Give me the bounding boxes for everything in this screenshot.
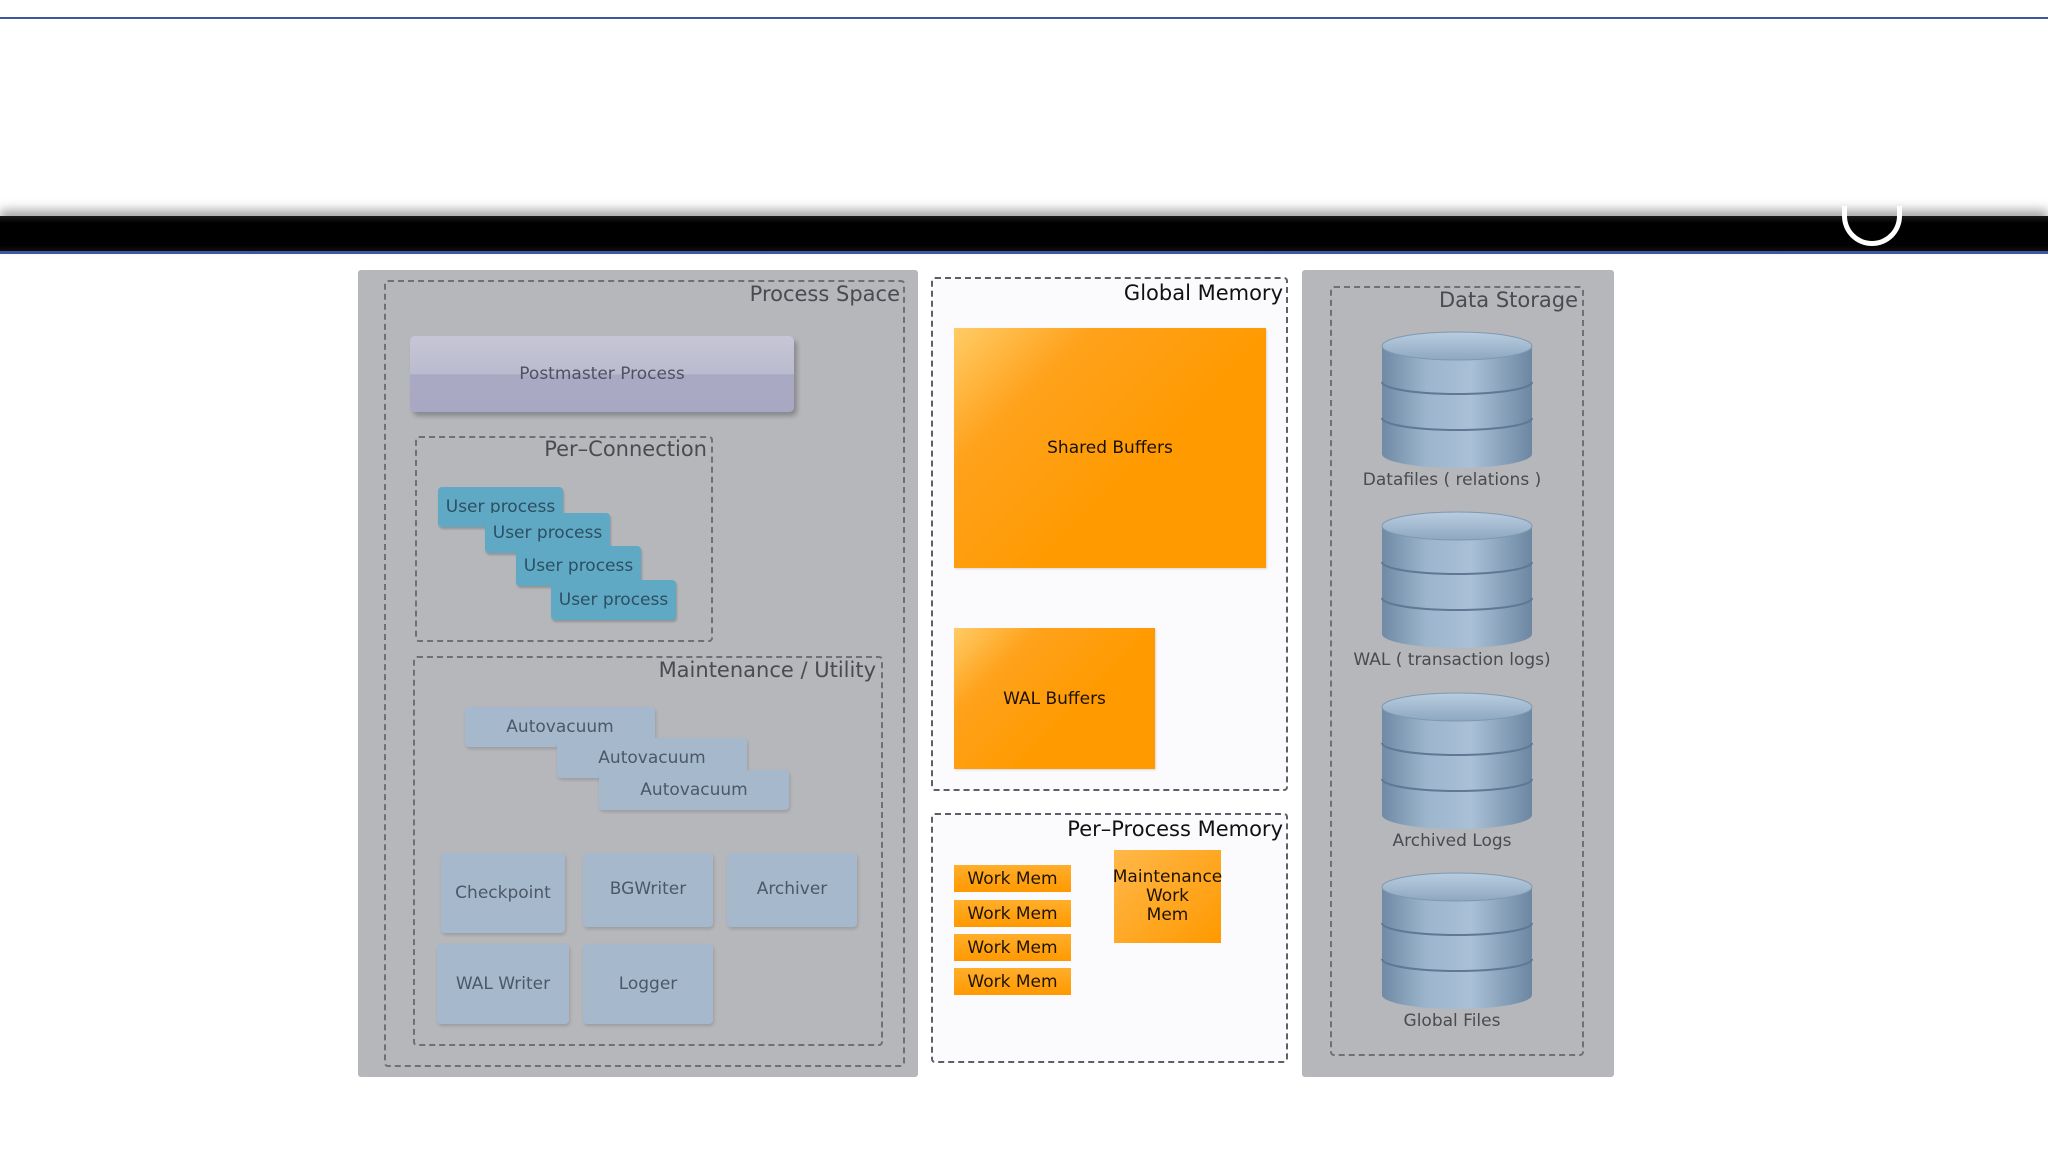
archived-logs-label: Archived Logs xyxy=(1392,831,1512,851)
per-connection-title: Per–Connection xyxy=(544,437,707,461)
global-memory-title: Global Memory xyxy=(1123,281,1283,305)
checkpoint-box: Checkpoint xyxy=(441,853,565,933)
control-bar-underline xyxy=(0,251,2048,254)
work-mem-box: Work Mem xyxy=(954,934,1071,961)
work-mem-box: Work Mem xyxy=(954,865,1071,892)
maintenance-work-mem-line: Mem xyxy=(1146,905,1189,925)
shared-buffers-box: Shared Buffers xyxy=(954,328,1266,568)
wal-cylinder-icon xyxy=(1381,511,1533,648)
process-space-title: Process Space xyxy=(749,282,900,306)
wal-writer-box: WAL Writer xyxy=(437,944,569,1024)
autovacuum-box: Autovacuum xyxy=(599,770,789,810)
top-divider-line xyxy=(0,17,2048,19)
postmaster-process: Postmaster Process xyxy=(410,336,794,412)
process-space-frame xyxy=(384,280,905,1067)
work-mem-box: Work Mem xyxy=(954,900,1071,927)
video-control-bar xyxy=(0,216,2048,252)
maintenance-work-mem-line: Work xyxy=(1145,886,1190,906)
datafiles-label: Datafiles ( relations ) xyxy=(1362,470,1542,490)
data-storage-title: Data Storage xyxy=(1439,288,1578,312)
archived-logs-cylinder-icon xyxy=(1381,692,1533,829)
maintenance-work-mem-box: Maintenance Work Mem xyxy=(1112,850,1223,943)
global-files-label: Global Files xyxy=(1403,1011,1501,1031)
global-files-cylinder-icon xyxy=(1381,872,1533,1009)
maintenance-utility-frame xyxy=(413,656,883,1046)
database-cylinders xyxy=(1381,331,1533,1009)
loading-spinner-icon xyxy=(1842,206,1902,246)
archiver-box: Archiver xyxy=(727,853,857,927)
data-storage-frame xyxy=(1330,286,1584,1056)
work-mem-box: Work Mem xyxy=(954,968,1071,995)
per-connection-frame xyxy=(415,436,713,642)
maintenance-work-mem-line: Maintenance xyxy=(1112,867,1223,887)
wal-label: WAL ( transaction logs) xyxy=(1353,650,1551,670)
wal-buffers-box: WAL Buffers xyxy=(954,628,1155,769)
per-process-memory-title: Per–Process Memory xyxy=(1067,817,1283,841)
user-process-box: User process xyxy=(516,546,641,586)
logger-box: Logger xyxy=(583,944,713,1024)
maintenance-utility-title: Maintenance / Utility xyxy=(658,658,876,682)
bgwriter-box: BGWriter xyxy=(583,853,713,927)
user-process-box: User process xyxy=(551,580,676,620)
datafiles-cylinder-icon xyxy=(1381,331,1533,468)
